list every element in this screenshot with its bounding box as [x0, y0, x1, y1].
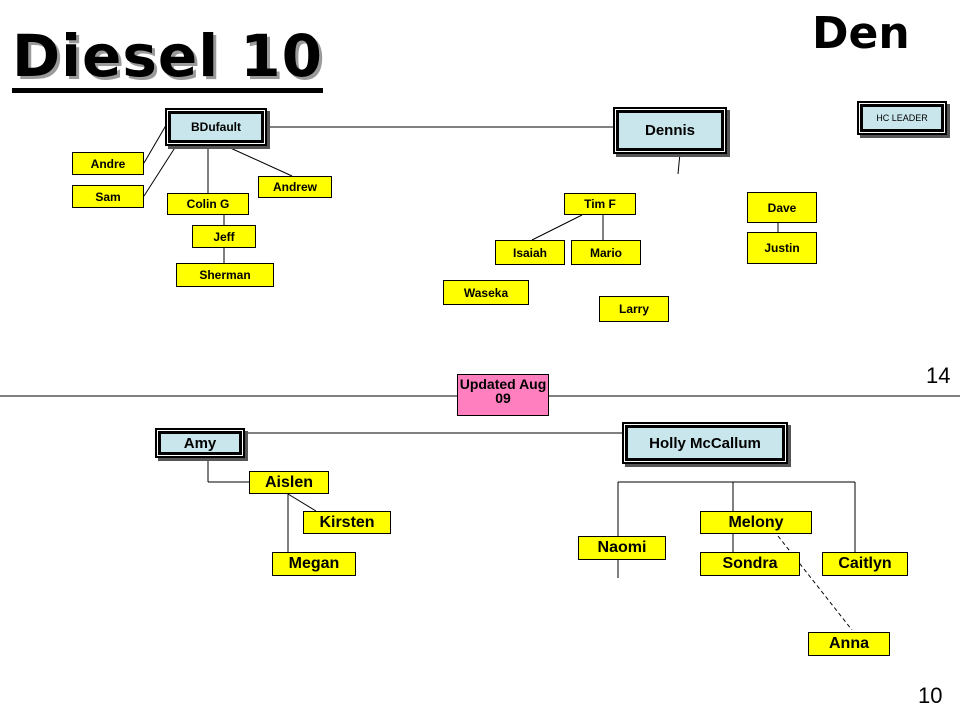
member-anna: Anna [808, 632, 890, 656]
member-waseka: Waseka [443, 280, 529, 305]
leader-dennis: Dennis [616, 110, 724, 151]
page-title: Diesel 10 [12, 22, 324, 93]
update-note: Updated Aug 09 [457, 374, 549, 416]
member-sherman: Sherman [176, 263, 274, 287]
member-jeff: Jeff [192, 225, 256, 248]
member-naomi: Naomi [578, 536, 666, 560]
connector-dennis-down [677, 152, 681, 175]
member-colin-g: Colin G [167, 193, 249, 215]
connector-bdufault-sam [143, 145, 177, 197]
page-number-lower: 10 [918, 683, 943, 708]
leader-bdufault: BDufault [168, 111, 264, 143]
connector-melony-anna [777, 535, 853, 631]
leader-amy: Amy [158, 431, 242, 455]
member-isaiah: Isaiah [495, 240, 565, 265]
legend-hc-leader: HC LEADER [860, 104, 944, 132]
member-justin: Justin [747, 232, 817, 264]
member-tim-f: Tim F [564, 193, 636, 215]
member-andre: Andre [72, 152, 144, 175]
member-dave: Dave [747, 192, 817, 223]
member-sam: Sam [72, 185, 144, 208]
member-mario: Mario [571, 240, 641, 265]
member-sondra: Sondra [700, 552, 800, 576]
leader-holly-mccallum: Holly McCallum [625, 425, 785, 461]
member-melony: Melony [700, 511, 812, 534]
connector-bdufault-andrew [225, 145, 293, 177]
connector-aislen-kirsten [287, 493, 317, 512]
member-caitlyn: Caitlyn [822, 552, 908, 576]
member-aislen: Aislen [249, 471, 329, 494]
page-number-upper: 14 [926, 363, 951, 388]
member-kirsten: Kirsten [303, 511, 391, 534]
member-larry: Larry [599, 296, 669, 322]
member-andrew: Andrew [258, 176, 332, 198]
connector-timf-isaiah [531, 214, 583, 241]
member-megan: Megan [272, 552, 356, 576]
den-label: Den [812, 8, 910, 59]
